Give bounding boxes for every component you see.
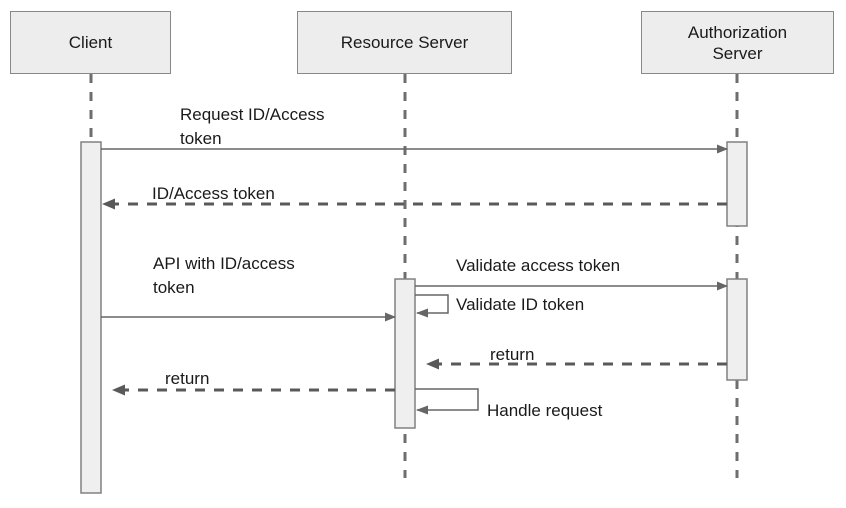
- message-label-handle-request: Handle request: [487, 401, 603, 420]
- message-arrow-handle-request: [415, 388, 479, 415]
- participant-label-authorization-server: Authorization Server: [687, 22, 788, 63]
- activation-resource-server: [394, 278, 416, 429]
- participant-label-resource-server: Resource Server: [340, 33, 469, 52]
- message-label-request-token: Request ID/Access token: [180, 105, 325, 148]
- activation-authorization-server-1: [726, 141, 748, 227]
- participant-label-client: Client: [68, 33, 113, 52]
- message-arrow-validate-id-token: [415, 294, 449, 318]
- activation-client: [80, 141, 102, 494]
- message-label-validate-id-token: Validate ID token: [456, 295, 585, 314]
- message-label-validate-access-token: Validate access token: [456, 256, 621, 275]
- participant-box-authorization-server[interactable]: Authorization Server: [641, 11, 834, 74]
- message-label-return-resource-to-client: return: [165, 369, 210, 388]
- participant-box-client[interactable]: Client: [10, 11, 171, 74]
- message-label-return-auth-to-resource: return: [490, 345, 535, 364]
- message-label-api-with-token: API with ID/access token: [153, 254, 295, 297]
- participant-box-resource-server[interactable]: Resource Server: [297, 11, 512, 74]
- activation-authorization-server-2: [726, 278, 748, 381]
- message-label-id-access-token: ID/Access token: [152, 184, 275, 203]
